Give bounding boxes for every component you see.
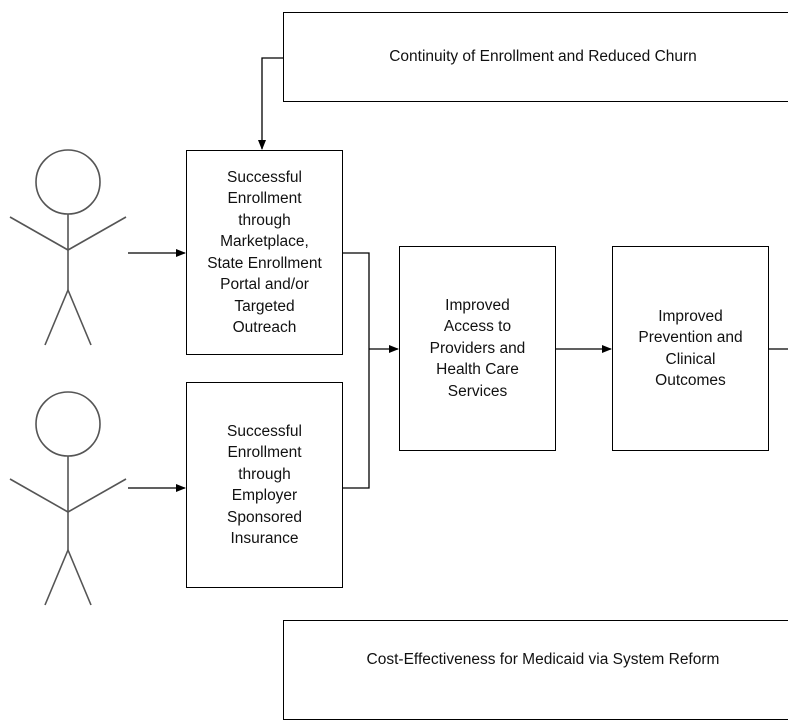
person-icon <box>9 149 127 346</box>
continuity-box: Continuity of Enrollment and Reduced Chu… <box>283 12 788 102</box>
diagram-connectors <box>9 54 788 606</box>
flow-diagram: Continuity of Enrollment and Reduced Chu… <box>9 12 788 720</box>
improved-access-box: Improved Access to Providers and Health … <box>399 246 556 451</box>
employer-enrollment-box: Successful Enrollment through Employer S… <box>186 382 343 588</box>
marketplace-enrollment-box: Successful Enrollment through Marketplac… <box>186 150 343 355</box>
arrow-continuity-to-marketplace <box>258 57 283 150</box>
improved-prevention-box: Improved Prevention and Clinical Outcome… <box>612 246 769 451</box>
continuity-label: Continuity of Enrollment and Reduced Chu… <box>389 48 697 66</box>
cost-effectiveness-box: Cost-Effectiveness for Medicaid via Syst… <box>283 620 788 720</box>
cost-effectiveness-label: Cost-Effectiveness for Medicaid via Syst… <box>366 651 720 669</box>
improved-access-label: Improved Access to Providers and Health … <box>429 296 526 400</box>
connector-marketplace-merge <box>343 252 370 489</box>
person-icon <box>9 391 127 606</box>
marketplace-enrollment-label: Successful Enrollment through Marketplac… <box>207 168 322 337</box>
employer-enrollment-label: Successful Enrollment through Employer S… <box>227 422 302 548</box>
improved-prevention-label: Improved Prevention and Clinical Outcome… <box>638 307 743 390</box>
